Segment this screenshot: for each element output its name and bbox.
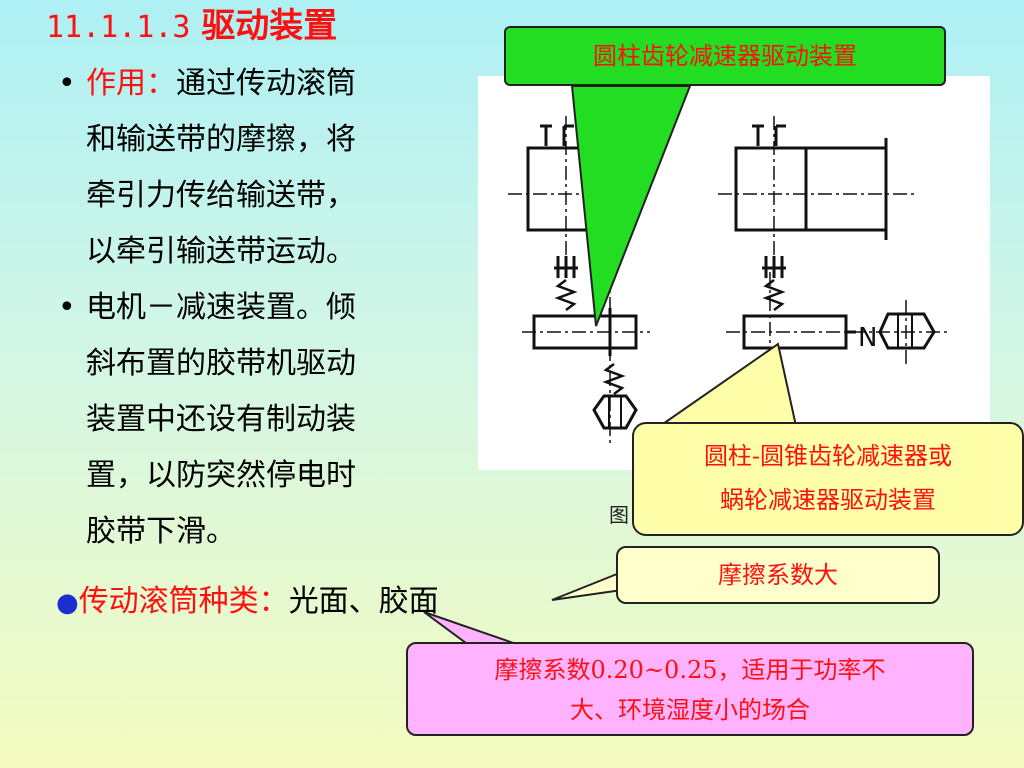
bullet-line: 以牵引输送带运动。	[86, 234, 356, 269]
bullet-line: 电机－减速装置。倾	[86, 290, 356, 325]
bullet-line: 和输送带的摩擦，将	[86, 122, 356, 157]
motor-label: N	[858, 323, 877, 353]
figure-caption: 图	[609, 503, 629, 527]
callout-high-friction: 摩擦系数大	[616, 546, 940, 604]
roller-types: ●传动滚筒种类：光面、胶面	[56, 578, 439, 626]
bullet-list: • 作用：通过传动滚筒 和输送带的摩擦，将 牵引力传给输送带， 以牵引输送带运动…	[56, 56, 466, 560]
section-number: 11.1.1.3	[46, 10, 191, 45]
callout-line: 摩擦系数0.20~0.25，适用于功率不	[494, 656, 886, 684]
roller-bullet-dot: ●	[56, 588, 79, 618]
bullet-line: 斜布置的胶带机驱动	[86, 346, 356, 381]
callout-smooth-surface: 摩擦系数0.20~0.25，适用于功率不 大、环境湿度小的场合	[406, 642, 974, 736]
bullet-motor-reducer: • 电机－减速装置。倾 斜布置的胶带机驱动 装置中还设有制动装 置，以防突然停电…	[56, 280, 466, 560]
bullet-line: 通过传动滚筒	[176, 66, 356, 101]
callout-spur-gear-drive: 圆柱齿轮减速器驱动装置	[504, 26, 946, 86]
callout-line: 蜗轮减速器驱动装置	[720, 486, 936, 514]
section-title: 驱动装置	[201, 6, 338, 46]
bullet-function: • 作用：通过传动滚筒 和输送带的摩擦，将 牵引力传给输送带， 以牵引输送带运动…	[56, 56, 466, 280]
bullet-dot: •	[58, 290, 76, 325]
bullet-line: 装置中还设有制动装	[86, 402, 356, 437]
bullet-line: 置，以防突然停电时	[86, 458, 356, 493]
roller-types-lead: 传动滚筒种类：	[78, 584, 289, 619]
bullet-dot: •	[58, 66, 76, 101]
bullet-lead: 作用：	[86, 66, 176, 101]
callout-bevel-worm-drive: 圆柱-圆锥齿轮减速器或 蜗轮减速器驱动装置	[632, 422, 1024, 536]
roller-types-value: 光面、胶面	[288, 584, 439, 619]
callout-line: 大、环境湿度小的场合	[570, 696, 810, 724]
slide-title: 11.1.1.3 驱动装置	[46, 6, 337, 46]
bullet-line: 胶带下滑。	[86, 514, 236, 549]
callout-line: 圆柱-圆锥齿轮减速器或	[703, 442, 953, 470]
bullet-line: 牵引力传给输送带，	[86, 178, 356, 213]
